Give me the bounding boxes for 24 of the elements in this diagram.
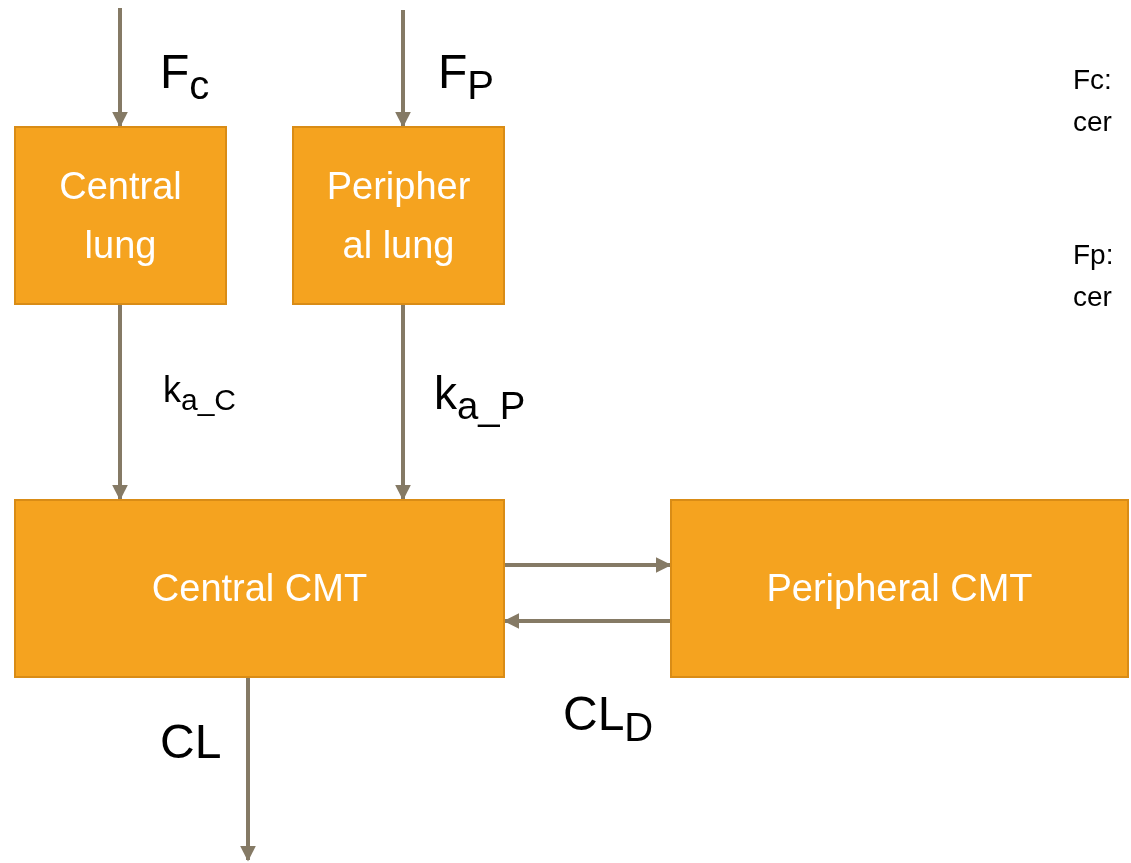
edge-label: F$_{c}$	[160, 48, 210, 105]
arrow	[505, 557, 672, 573]
arrow	[112, 8, 128, 128]
arrow	[395, 305, 411, 501]
process-box	[14, 126, 227, 305]
process-box	[292, 126, 505, 305]
edge-label: k$_{a_C}$	[163, 372, 237, 416]
arrow	[395, 10, 411, 128]
note-text: cer	[1073, 108, 1112, 136]
box-label: Central lung	[58, 163, 183, 268]
process-box	[670, 499, 1129, 678]
arrow	[240, 678, 256, 862]
box-label: Peripheral lung	[325, 163, 472, 268]
note-text: Fc:	[1073, 66, 1112, 94]
process-box	[14, 499, 505, 678]
arrow	[112, 305, 128, 501]
box-label: Peripheral CMT	[766, 566, 1033, 612]
note-text: cer	[1073, 283, 1112, 311]
note-text: Fp:	[1073, 241, 1114, 269]
edge-label: F$_{P}$	[438, 48, 494, 105]
flow-label: CL$_{D}$	[563, 690, 654, 747]
edge-label: k$_{a_P}$	[434, 370, 526, 426]
edge-label: CL	[160, 718, 222, 766]
box-label: Central CMT	[151, 566, 368, 612]
